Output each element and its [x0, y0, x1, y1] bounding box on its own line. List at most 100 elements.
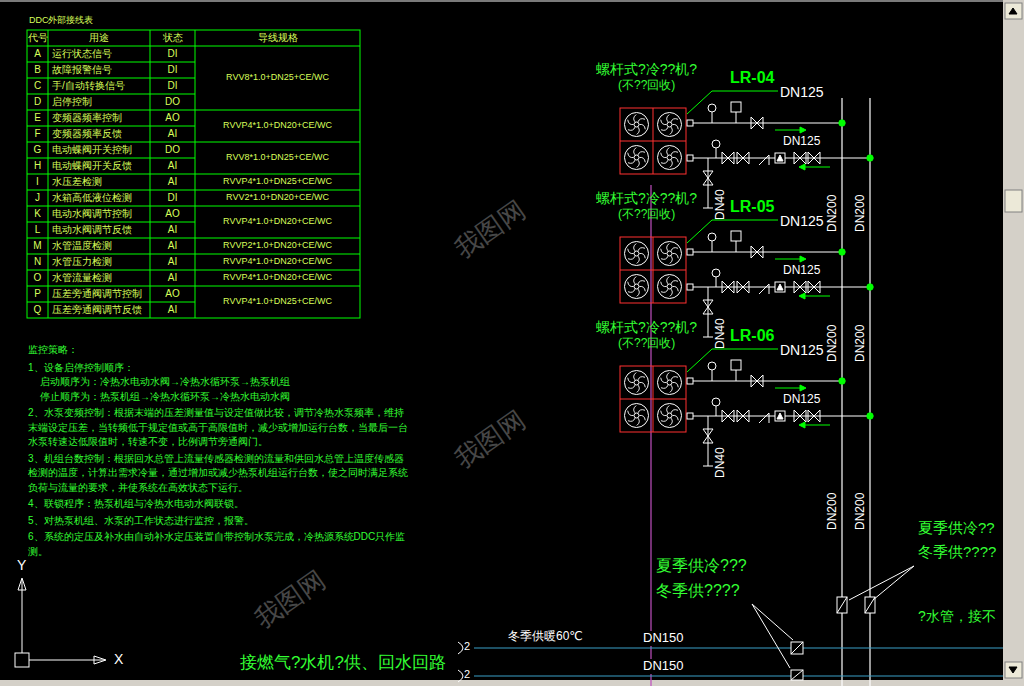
fan-ring [658, 113, 682, 137]
table-cell: 水管温度检测 [52, 240, 148, 252]
table-cell: J [27, 192, 48, 204]
fan-blade [628, 256, 635, 259]
fan-blade [670, 289, 673, 296]
table-rule [27, 302, 195, 303]
leader-line [687, 220, 778, 243]
gauge-stem [712, 241, 713, 252]
strainer [775, 282, 785, 292]
ucs-axis [22, 580, 23, 653]
table-cell: K [27, 208, 48, 220]
fan-ring [625, 404, 649, 428]
fan-blade [640, 382, 646, 387]
valve-symbol [808, 152, 820, 164]
valve-box [837, 597, 847, 613]
fan-blade [638, 377, 645, 380]
table-cell: 手/自动转换信号 [52, 80, 148, 92]
table-cell: E [27, 112, 48, 124]
table-cell: Q [27, 304, 48, 316]
table-cell: N [27, 256, 48, 268]
table-rule [27, 94, 195, 95]
pipe-junction [839, 120, 845, 126]
fan-blade [628, 378, 634, 383]
fan-blade [673, 286, 679, 291]
fan-blade [634, 277, 637, 284]
table-rule [27, 142, 195, 143]
watermark: 我图网 [450, 195, 531, 264]
drain-cap [703, 337, 713, 338]
strainer-mark [777, 155, 783, 161]
fan-blade [673, 124, 679, 129]
table-cell: F [27, 128, 48, 140]
table-rule [27, 110, 195, 111]
fan-blade [640, 415, 646, 420]
table-rule [27, 126, 195, 127]
fan-blade [671, 152, 678, 155]
connection-note: 接燃气?水机?供、回水回路 [240, 653, 446, 673]
table-rule [27, 206, 195, 207]
fan-blade [637, 385, 640, 392]
fan-blade [638, 248, 645, 251]
table-cell: 压差旁通阀调节反馈 [52, 304, 148, 316]
unit-subheading: (不??回收) [618, 78, 700, 92]
valve-symbol [703, 300, 713, 314]
valve-box [791, 642, 803, 654]
unit-tag: LR-06 [730, 327, 774, 345]
fan-blade [671, 119, 678, 122]
table-cell: 水压差检测 [52, 176, 148, 188]
table-cell: AI [150, 240, 195, 252]
table-rule [27, 78, 195, 79]
table-cell: 变频器频率控制 [52, 112, 148, 124]
table-cell: 运行状态信号 [52, 48, 148, 60]
fan-ring [658, 404, 682, 428]
pipe-size: DN125 [783, 135, 820, 149]
pipe-size: DN200 [826, 493, 840, 530]
fan-blade [673, 253, 679, 258]
table-cell: AI [150, 176, 195, 188]
ucs-origin [15, 653, 29, 667]
flow-arrow [805, 167, 830, 168]
chiller-divider [620, 270, 686, 271]
table-cell: M [27, 240, 48, 252]
season-note: 夏季供冷??? [656, 557, 747, 575]
check-valve [769, 284, 770, 294]
gauge-stem [716, 277, 717, 287]
cable-spec: RVV8*1.0+DN25+CE/WC [196, 152, 359, 162]
table-cell: 启停控制 [52, 96, 148, 108]
table-cell: AI [150, 160, 195, 172]
leader-line [849, 566, 914, 600]
table-rule [27, 254, 195, 255]
gauge-stem [712, 370, 713, 381]
table-rule [27, 222, 195, 223]
pipe-junction [867, 284, 873, 290]
pipe-connector [687, 120, 693, 126]
magenta-pipe [650, 185, 651, 686]
pipe-junction [839, 249, 845, 255]
table-rule [195, 238, 360, 239]
pipe-connector [687, 284, 693, 290]
fan-blade [661, 249, 667, 254]
unit-tag: LR-05 [730, 198, 774, 216]
fan-blade [637, 256, 640, 263]
valve-symbol [808, 410, 820, 422]
scroll-button [1005, 662, 1022, 678]
thermometer-stem [736, 112, 737, 123]
pipe-connector [687, 378, 693, 384]
table-cell: AI [150, 256, 195, 268]
fan-blade [667, 148, 670, 155]
pipe-size: DN40 [714, 447, 728, 478]
check-valve [759, 413, 769, 423]
leader-line [752, 604, 790, 668]
table-cell: 压差旁通阀调节控制 [52, 288, 148, 300]
flow-arrow [805, 425, 830, 426]
fan-blade [637, 418, 640, 425]
break-number: 2 [464, 668, 470, 681]
cable-spec: RVVP4*1.0+DN20+CE/WC [196, 216, 359, 226]
thermometer-stem [736, 370, 737, 381]
flow-arrow [775, 130, 800, 131]
fan-hub [634, 284, 639, 289]
fan-blade [640, 286, 646, 291]
drain-cap [703, 208, 713, 209]
table-cell: 水管压力检测 [52, 256, 148, 268]
fan-hub [667, 155, 672, 160]
gauge-stem [716, 148, 717, 158]
